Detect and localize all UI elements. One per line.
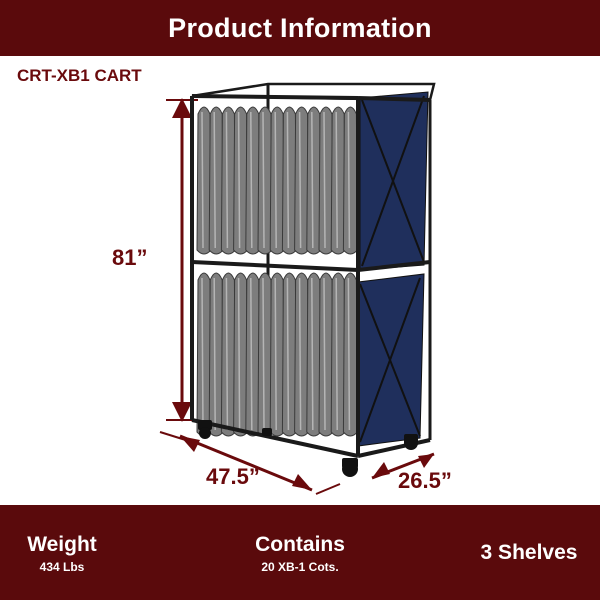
folded-cot [208,272,224,437]
width-dimension-arrow [159,431,341,495]
folded-cot [269,272,285,437]
weight-value: 434 Lbs [39,560,85,574]
shelves-label: 3 Shelves [480,541,578,564]
folded-cot [257,106,273,255]
folded-cot [220,272,236,437]
contains-label: Contains [255,533,345,556]
contains-info: Contains 20 XB-1 Cots. [230,533,370,574]
cot-fabric-panels [357,91,429,447]
folded-cot [342,272,358,437]
folded-cot [245,272,261,437]
shelves-info: 3 Shelves [466,541,592,565]
contains-value: 20 XB-1 Cots. [261,560,339,574]
cart-front-frame [190,94,431,458]
folded-cot [330,272,346,437]
height-dimension-label: 81” [112,245,147,270]
folded-cot [342,106,358,255]
header-bar: Product Information [0,0,600,56]
weight-info: Weight 434 Lbs [16,533,108,574]
folded-cots-top-shelf [196,106,358,255]
model-label: CRT-XB1 CART [17,66,142,85]
page-title: Product Information [168,12,432,43]
folded-cot [330,106,346,255]
width-dimension-label: 47.5” [206,464,260,489]
folded-cots-bottom-shelf [196,272,358,437]
depth-dimension-arrow [371,452,435,480]
folded-cot [281,106,297,255]
depth-dimension-label: 26.5” [398,468,452,493]
footer-bar: Weight 434 Lbs Contains 20 XB-1 Cots. 3 … [0,505,600,600]
weight-label: Weight [27,533,97,556]
cart-wheels [198,420,418,477]
